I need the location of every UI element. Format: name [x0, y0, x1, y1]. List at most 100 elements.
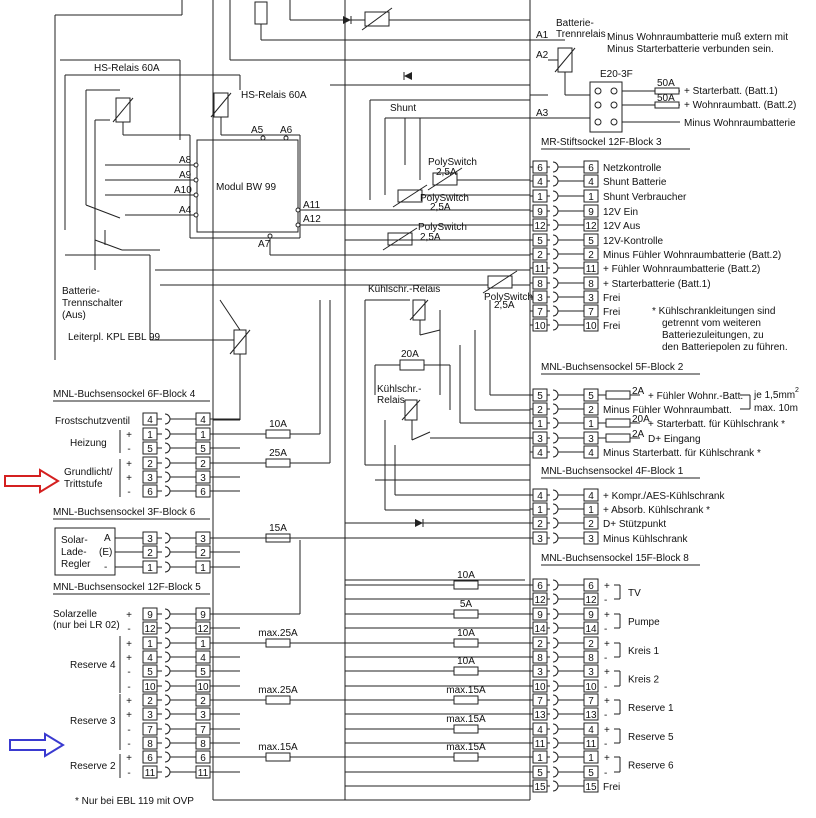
left12-fuse-2-rating: max.25A [258, 685, 298, 696]
left12-row-2-sign: - [127, 624, 130, 635]
battery-switch: Batterie- Trennschalter (Aus) Leiterpl. … [62, 204, 530, 421]
left6-row-3-socket [164, 442, 171, 454]
mr-row-3-pin-right: 1 [588, 192, 594, 203]
mnl15-sign-9: + [604, 696, 610, 707]
mr-row-8-pin-box-right [583, 261, 599, 275]
terminal-a2: A2 [536, 50, 549, 61]
mnl15-row-10-pin-box-right [583, 707, 599, 721]
mnl5-row-1-pin-left: 5 [537, 391, 543, 402]
mnl15-row-9-pin-left: 7 [537, 696, 543, 707]
mnl15-sign-5: + [604, 639, 610, 650]
polyswitch-4-rating: 2,5A [494, 300, 515, 311]
mr-row-2-socket [552, 175, 559, 187]
mr-row-5-pin-box-right [583, 218, 599, 232]
mnl15-sign-4: - [604, 624, 607, 635]
mr-row-9-pin-left: 8 [537, 279, 543, 290]
fridge-relays: Kühlschr.-Relais 20A Kühlschr.- Relais [345, 284, 530, 539]
mnl15-row-2-pin-right: 12 [585, 595, 597, 606]
mr-row-11-pin-right: 7 [588, 307, 594, 318]
mr-row-1-pin-box-right [583, 160, 599, 174]
left6-row-5-socket [164, 471, 171, 483]
mnl5-row-4-pin-left: 3 [537, 434, 543, 445]
shunt-label: Shunt [390, 103, 416, 114]
left12-row-7-socket [164, 694, 171, 706]
fridge-relay2-label-1: Kühlschr.- [377, 384, 421, 395]
mnl15-row-6-pin-right: 8 [588, 653, 594, 664]
blue-arrow-icon [9, 732, 65, 758]
mr-row-11-pin-left: 7 [537, 307, 543, 318]
mnl15-row-6-pin-left: 8 [537, 653, 543, 664]
mnl5-row-5-pin-box-right [583, 445, 599, 459]
mr-row-12-pin-left: 10 [534, 321, 546, 332]
mnl5-row-1-fuse-rating: 2A [632, 386, 645, 397]
mr-row-1-pin-left: 6 [537, 163, 543, 174]
left6-row-3-sign: - [127, 444, 130, 455]
mr-row-4-socket [552, 205, 559, 217]
left6-row-4-pin-left: 2 [147, 459, 153, 470]
terminal-labels: A1 A2 A3 A5 A6 A8 A9 A10 A4 A11 A12 A7 [174, 30, 549, 250]
mnl15-row-5-pin-left: 2 [537, 639, 543, 650]
mnl15-row-5-pin-box-right [583, 636, 599, 650]
mnl15-row-14-pin-left: 5 [537, 768, 543, 779]
left12-row-2-socket [164, 622, 171, 634]
left6-label-heating: Heizung [70, 438, 107, 449]
mnl15-fuse-5-rating: max.15A [446, 685, 486, 696]
mnl15-frei: Frei [603, 782, 620, 793]
left6-row-3-pin-right: 5 [200, 444, 206, 455]
mnl15-fuse-1-rating: 10A [457, 570, 475, 581]
mnl5-row-4-label: D+ Eingang [648, 434, 701, 445]
left6-row-6-socket [164, 485, 171, 497]
mr-row-7-socket [552, 248, 559, 260]
mnl15-row-8-pin-box-right [583, 679, 599, 693]
mnl15-row-8-socket [552, 680, 559, 692]
left6-row-5-sign: + [126, 473, 132, 484]
left6-title: MNL-Buchsensockel 6F-Block 4 [53, 389, 196, 400]
mnl15-row-11-pin-left: 4 [537, 725, 543, 736]
mnl15-row-8-pin-left: 10 [534, 682, 546, 693]
left-blocks: MNL-Buchsensockel 6F-Block 4 Frostschutz… [53, 389, 210, 807]
left12-row-11-pin-left: 6 [147, 753, 153, 764]
left6-row-1-pin-right: 4 [200, 415, 206, 426]
mnl5-title: MNL-Buchsensockel 5F-Block 2 [541, 362, 684, 373]
battery-switch-label-2: Trennschalter [62, 298, 123, 309]
polyswitch-2-label: PolySwitch [420, 193, 469, 204]
left3-row-2-pin-right: 2 [200, 548, 206, 559]
terminal-a3: A3 [536, 108, 549, 119]
left3-row-2-pin-left: 2 [147, 548, 153, 559]
left3-row-1-socket [164, 532, 171, 544]
left12-row-11-pin-right: 6 [200, 753, 206, 764]
left6-fuse-1-rating: 10A [269, 419, 287, 430]
mnl15-row-13-pin-left: 1 [537, 753, 543, 764]
terminal-a7: A7 [258, 239, 271, 250]
mnl15-row-12-pin-right: 11 [586, 739, 597, 750]
left6-fuse-2 [265, 458, 291, 468]
mnl4-row-4-pin-box-right [583, 531, 599, 545]
left12-row-6-pin-right: 10 [197, 682, 209, 693]
hs-relays-module: HS-Relais 60A HS-Relais 60A Modul BW 99 [94, 63, 530, 256]
left12-fuse-3 [265, 752, 291, 762]
left12-label-solar-1: Solarzelle [53, 609, 97, 620]
mnl4-row-2-socket [552, 503, 559, 515]
left6-row-6-pin-left: 6 [147, 487, 153, 498]
left12-row-7-pin-left: 2 [147, 696, 153, 707]
mnl4-row-3-label: D+ Stützpunkt [603, 519, 666, 530]
terminal-a4: A4 [179, 205, 192, 216]
board-frame [54, 0, 531, 801]
left12-row-8-pin-left: 3 [147, 710, 153, 721]
mnl4-row-1-socket [552, 489, 559, 501]
mnl5-row-4-pin-right: 3 [588, 434, 594, 445]
mnl15-sign-13: + [604, 753, 610, 764]
left6-row-1-pin-left: 4 [147, 415, 153, 426]
left12-row-3-sign: + [126, 639, 132, 650]
left3-row-3-pin-left: 1 [147, 563, 153, 574]
red-arrow-icon [4, 468, 60, 494]
mnl15-row-12-pin-left: 11 [535, 739, 546, 750]
mnl5-row-1-pin-right: 5 [588, 391, 594, 402]
mr-row-8-label: + Fühler Wohnraumbatterie (Batt.2) [603, 264, 760, 275]
mr-row-8-pin-left: 11 [535, 264, 546, 275]
mnl15-row-1-socket [552, 579, 559, 591]
mr-row-8-pin-right: 11 [586, 264, 597, 275]
mnl15-row-4-pin-left: 14 [534, 624, 546, 635]
mr-row-4-pin-left: 9 [537, 207, 543, 218]
left12-row-9-pin-right: 7 [200, 725, 206, 736]
